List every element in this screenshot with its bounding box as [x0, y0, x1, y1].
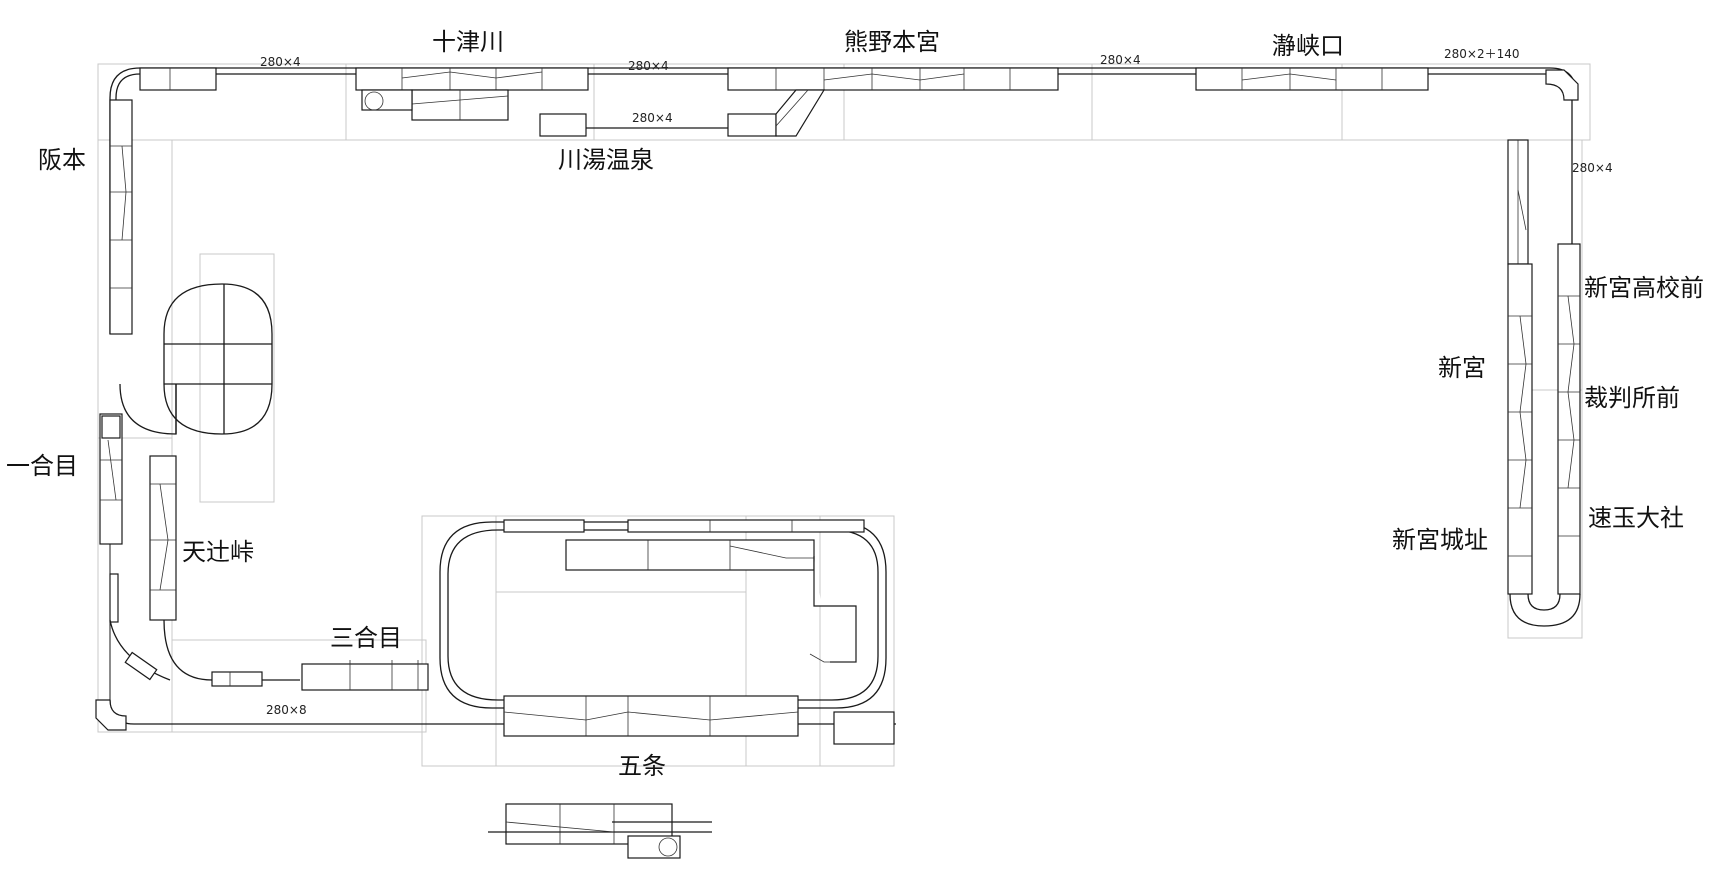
station-label-tentsuji-toge: 天辻峠: [182, 538, 254, 566]
dimension-label-top-left: 280×4: [260, 55, 301, 69]
dimension-label-bottom: 280×8: [266, 703, 307, 717]
sangome-run: [109, 619, 429, 691]
station-labels: 十津川 熊野本宮 瀞峡口 川湯温泉 阪本 一合目 天辻峠 三合目 五条 新宮 新…: [6, 28, 1704, 780]
station-label-hayatama-taisha: 速玉大社: [1588, 504, 1684, 532]
station-label-shingu-koukoumae: 新宮高校前: [1584, 274, 1704, 302]
bottom-yard: [488, 803, 712, 859]
station-label-kumano-hongu: 熊野本宮: [844, 28, 940, 56]
station-label-shingu-jouato: 新宮城址: [1392, 526, 1488, 554]
station-label-ichigome: 一合目: [6, 452, 78, 480]
dimension-labels: 280×4 280×4 280×4 280×2＋140 280×4 280×4 …: [260, 47, 1613, 717]
station-label-sangome: 三合目: [330, 624, 402, 652]
shingu-area: [1507, 139, 1581, 627]
left-loop: [119, 283, 273, 435]
station-label-sakamoto: 阪本: [38, 146, 86, 174]
station-label-kawayu-onsen: 川湯温泉: [558, 146, 654, 174]
kawayu-branch: [539, 89, 826, 137]
dimension-label-top-mid1: 280×4: [628, 59, 669, 73]
dimension-label-top-right: 280×2＋140: [1444, 47, 1520, 61]
dimension-label-branch: 280×4: [632, 111, 673, 125]
dimension-label-right-side: 280×4: [1572, 161, 1613, 175]
top-station-blocks: [139, 67, 1429, 121]
gojo-loop: [439, 519, 895, 745]
station-label-saibansho-mae: 裁判所前: [1584, 384, 1680, 412]
station-label-totsukawa: 十津川: [432, 28, 504, 56]
station-label-gojo: 五条: [618, 752, 666, 780]
dimension-label-top-mid2: 280×4: [1100, 53, 1141, 67]
station-label-dorokyo-guchi: 瀞峡口: [1272, 32, 1344, 60]
left-side-blocks: [99, 99, 177, 623]
station-label-shingu: 新宮: [1438, 354, 1486, 382]
